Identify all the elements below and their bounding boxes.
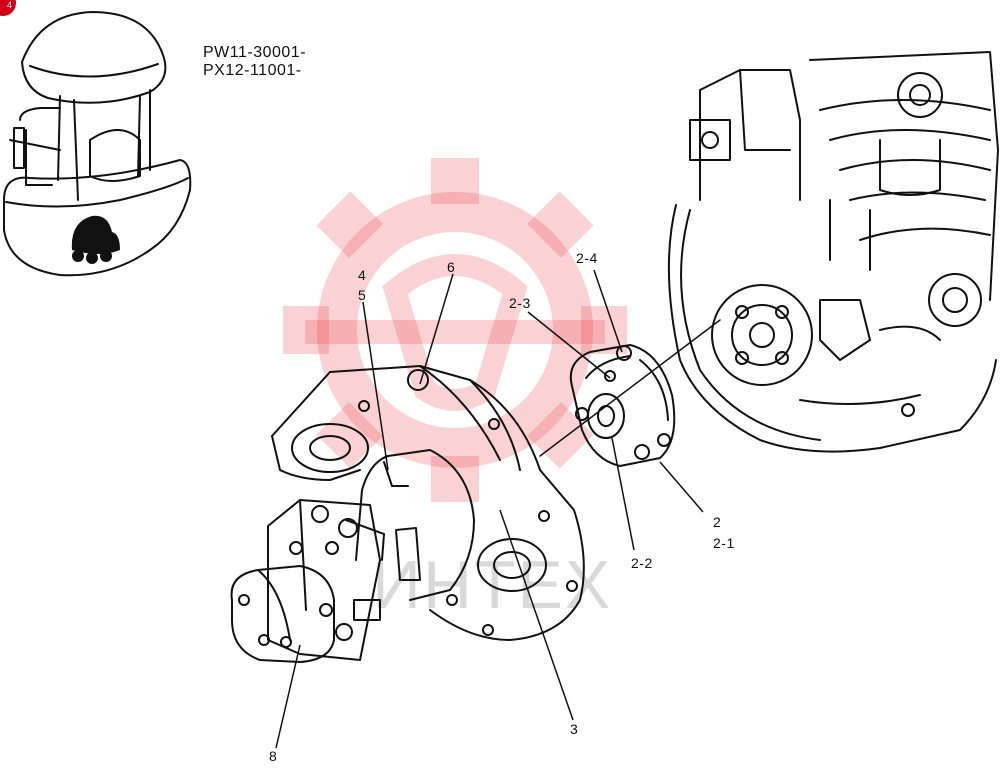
callout-2-2: 2-2 bbox=[631, 555, 653, 571]
callout-2: 2 bbox=[713, 514, 722, 530]
leader-2-4 bbox=[593, 269, 623, 353]
coupling-assembly bbox=[569, 344, 676, 467]
leader-2-2 bbox=[611, 437, 635, 551]
callout-8: 8 bbox=[269, 748, 278, 764]
leader-2-2-1 bbox=[659, 461, 704, 513]
pump-housing bbox=[271, 365, 585, 641]
machine-thumbnail bbox=[3, 11, 192, 277]
callout-2-4: 2-4 bbox=[576, 250, 598, 266]
callout-2-1: 2-1 bbox=[713, 535, 735, 551]
leader-4-5 bbox=[362, 301, 389, 471]
engine-assembly bbox=[667, 51, 999, 453]
leader-8 bbox=[275, 644, 301, 749]
callout-2-3: 2-3 bbox=[509, 295, 531, 311]
serial-number-1: PW11-30001- bbox=[203, 44, 307, 61]
machine-engine-highlight bbox=[71, 215, 120, 264]
page-badge: 4 bbox=[0, 0, 16, 16]
callout-6: 6 bbox=[447, 259, 456, 275]
hydraulic-pump bbox=[230, 449, 475, 663]
leader-6 bbox=[419, 273, 454, 385]
callout-5: 5 bbox=[358, 287, 367, 303]
leader-lines bbox=[275, 269, 704, 749]
callout-3: 3 bbox=[570, 721, 579, 737]
leader-3 bbox=[499, 509, 574, 721]
serial-number-2: PX12-11001- bbox=[203, 62, 302, 79]
leader-2-3 bbox=[527, 311, 611, 379]
callout-4: 4 bbox=[358, 267, 367, 283]
